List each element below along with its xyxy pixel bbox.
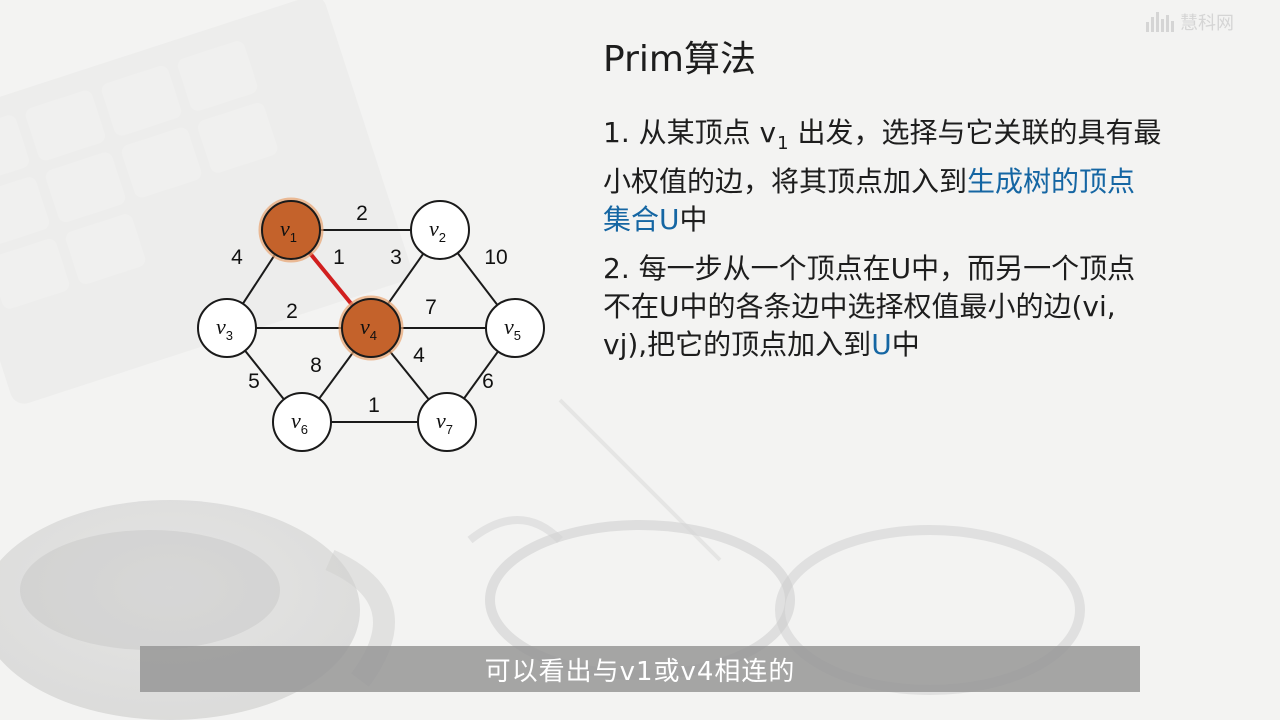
vertex-label: v1 [280,216,297,245]
vertex-circle [417,392,477,452]
step-1-middle: 出发，选择与它关联的具有最小权值的边，将其顶点加入到 [603,116,1162,198]
vertex-label-subscript: 5 [514,328,521,343]
vertex-label-letter: v [216,314,226,339]
step-2-text: 2. 每一步从一个顶点在U中，而另一个顶点不在U中的各条边中选择权值最小的边(v… [603,250,1163,364]
brand-logo: 慧科网 [1146,12,1234,34]
vertex-label: v6 [291,408,308,437]
sound-bars-icon [1146,12,1174,32]
brand-logo-text: 慧科网 [1180,13,1234,34]
vertex-label-subscript: 2 [439,230,446,245]
subtitle-bar: 可以看出与v1或v4相连的 [140,646,1140,692]
step-1-text: 1. 从某顶点 v1 出发，选择与它关联的具有最小权值的边，将其顶点加入到生成树… [603,114,1163,239]
subtitle-text: 可以看出与v1或v4相连的 [484,656,796,687]
vertex-label-letter: v [436,408,446,433]
vertex-v6: v6 [272,392,332,452]
vertex-v4: v4 [338,295,404,361]
step-2-highlight: U [871,328,892,361]
vertex-label-subscript: 4 [370,328,377,343]
vertex-circle [261,200,321,260]
slide-title: Prim算法 [603,39,756,80]
vertex-label-letter: v [291,408,301,433]
edge-weight-v3-v4: 2 [286,300,298,323]
edge-weight-v6-v7: 1 [368,394,380,417]
edge-weight-v2-v5: 10 [484,246,507,269]
edge-weight-v1-v4: 1 [333,246,345,269]
step-1-suffix: 中 [679,203,708,236]
edge-weight-v2-v4: 3 [390,246,402,269]
vertex-v7: v7 [417,392,477,452]
vertex-circle [485,298,545,358]
edge-weight-v3-v6: 5 [248,370,260,393]
vertex-v2: v2 [410,200,470,260]
vertex-label: v7 [436,408,453,437]
edge-weight-v4-v5: 7 [425,296,437,319]
vertex-label-subscript: 3 [226,328,233,343]
vertex-label-letter: v [429,216,439,241]
vertex-v5: v5 [485,298,545,358]
vertex-v3: v3 [197,298,257,358]
vertex-label-letter: v [504,314,514,339]
vertex-circle [410,200,470,260]
vertex-highlight-ring [338,295,404,361]
vertex-label-subscript: 6 [301,422,308,437]
step-2-suffix: 中 [891,328,920,361]
step-1-highlight: 生成树的顶点集合U [603,165,1136,236]
vertex-label: v3 [216,314,233,343]
edge-weight-v1-v3: 4 [231,246,243,269]
step-2-prefix: 2. 每一步从一个顶点在U中，而另一个顶点不在U中的各条边中选择权值最小的边(v… [603,252,1136,361]
step-1-subscript: 1 [777,133,789,154]
edge-weight-v5-v7: 6 [482,370,494,393]
vertex-label: v2 [429,216,446,245]
vertex-highlight-ring [258,197,324,263]
vertex-circle [197,298,257,358]
vertex-label: v4 [360,314,377,343]
edge-weight-v4-v7: 4 [413,344,425,367]
vertex-label-subscript: 1 [290,230,297,245]
edge-weight-v4-v6: 8 [310,354,322,377]
edge-weight-v1-v2: 2 [356,202,368,225]
vertex-label: v5 [504,314,521,343]
vertex-circle [341,298,401,358]
vertex-label-letter: v [360,314,370,339]
step-1-prefix: 1. 从某顶点 v [603,116,777,149]
vertex-label-subscript: 7 [446,422,453,437]
vertex-circle [272,392,332,452]
vertex-label-letter: v [280,216,290,241]
vertex-v1: v1 [258,197,324,263]
